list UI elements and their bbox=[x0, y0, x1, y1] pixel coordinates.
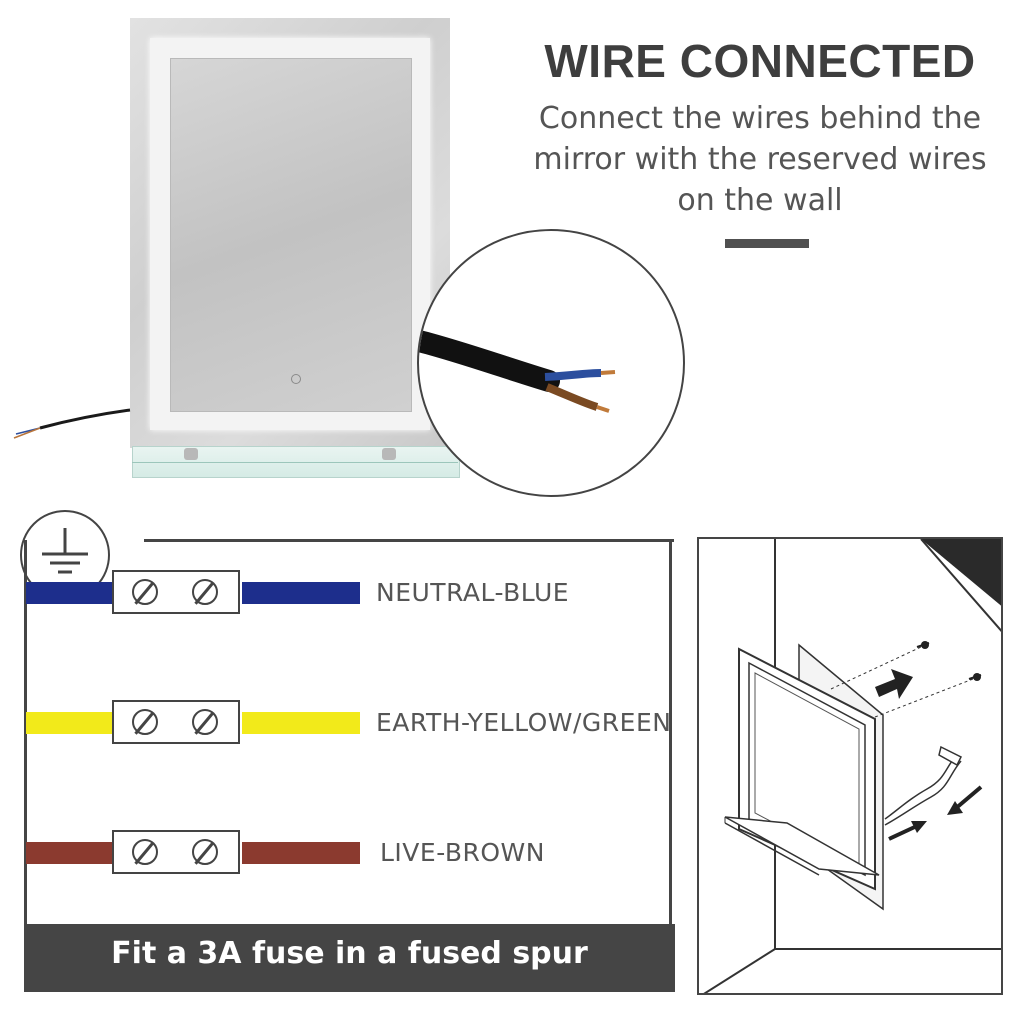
earth-ground-symbol bbox=[42, 528, 88, 574]
touch-switch-icon bbox=[291, 374, 301, 384]
cable-zoom-circle bbox=[417, 229, 685, 497]
mirror-cable bbox=[13, 408, 131, 439]
neutral-label: NEUTRAL-BLUE bbox=[376, 578, 570, 607]
title-divider bbox=[725, 239, 809, 248]
earth-wire-right bbox=[242, 712, 360, 734]
screw-icon bbox=[132, 709, 158, 735]
page-title: WIRE CONNECTED bbox=[544, 35, 976, 87]
panel-top-border bbox=[144, 539, 674, 542]
footer-banner bbox=[24, 924, 675, 992]
screw-icon bbox=[132, 839, 158, 865]
wall-mounting-illustration bbox=[703, 539, 1001, 993]
screw-icon bbox=[192, 579, 218, 605]
instruction-line-1: Connect the wires behind the bbox=[538, 101, 982, 136]
earth-terminal-block bbox=[112, 700, 240, 744]
instruction-line-3: on the wall bbox=[677, 183, 843, 218]
earth-wire-left bbox=[26, 712, 112, 734]
shelf-edge bbox=[132, 462, 458, 463]
live-wire-left bbox=[26, 842, 112, 864]
instruction-text: Connect the wires behind the mirror with… bbox=[515, 98, 1005, 221]
neutral-wire-left bbox=[26, 582, 112, 604]
earth-label: EARTH-YELLOW/GREEN bbox=[376, 708, 672, 737]
neutral-wire-right bbox=[242, 582, 360, 604]
mirror-glass bbox=[170, 58, 412, 412]
live-terminal-block bbox=[112, 830, 240, 874]
live-label: LIVE-BROWN bbox=[380, 838, 545, 867]
screw-icon bbox=[192, 709, 218, 735]
screw-icon bbox=[192, 839, 218, 865]
neutral-terminal-block bbox=[112, 570, 240, 614]
fuse-instruction: Fit a 3A fuse in a fused spur bbox=[111, 936, 588, 971]
live-wire-right bbox=[242, 842, 360, 864]
screw-icon bbox=[132, 579, 158, 605]
installation-diagram bbox=[697, 537, 1003, 995]
cable-end-illustration bbox=[419, 330, 616, 413]
shelf-clip-right bbox=[382, 448, 396, 460]
shelf-clip-left bbox=[184, 448, 198, 460]
instruction-line-2: mirror with the reserved wires bbox=[533, 142, 987, 177]
